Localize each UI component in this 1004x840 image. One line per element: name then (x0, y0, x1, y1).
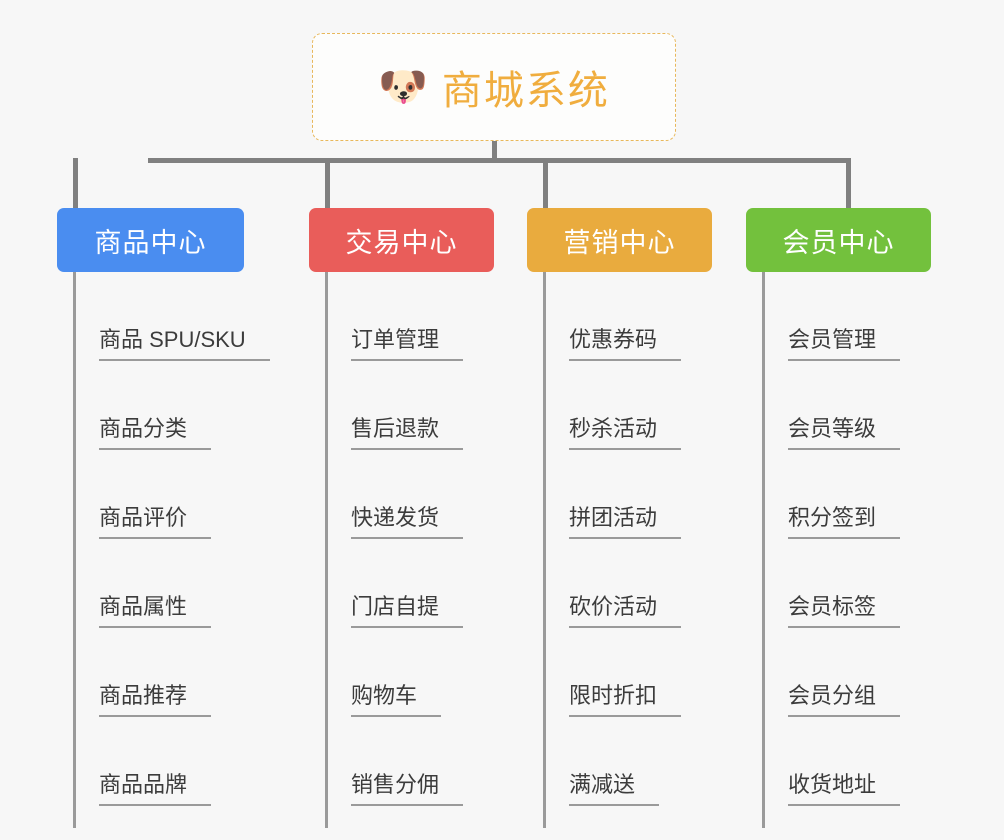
category-title: 交易中心 (345, 227, 458, 258)
branch-商品中心: 商品 SPU/SKU 商品分类 商品评价 商品属性 商品推荐 商品品牌 (73, 272, 270, 828)
sub-item[interactable]: 商品评价 (73, 450, 270, 539)
branch-spine (762, 272, 765, 828)
sub-item[interactable]: 门店自提 (325, 539, 464, 628)
sub-item[interactable]: 砍价活动 (543, 539, 682, 628)
connector-root-vertical (492, 141, 497, 163)
sub-item[interactable]: 商品 SPU/SKU (73, 272, 270, 361)
sub-item-label: 收货地址 (788, 767, 901, 806)
sub-item[interactable]: 商品品牌 (73, 717, 270, 806)
sub-item[interactable]: 商品推荐 (73, 628, 270, 717)
sub-item-label: 会员等级 (788, 411, 901, 450)
branch-spine (543, 272, 546, 828)
connector-drop-4 (846, 158, 851, 208)
sub-item[interactable]: 秒杀活动 (543, 361, 682, 450)
sub-item-label: 快递发货 (351, 500, 464, 539)
branch-营销中心: 优惠券码 秒杀活动 拼团活动 砍价活动 限时折扣 满减送 (543, 272, 682, 828)
sub-item[interactable]: 积分签到 (762, 450, 901, 539)
connector-drop-3 (543, 158, 548, 208)
category-card-会员中心[interactable]: 会员中心 (746, 208, 931, 272)
branch-spine (73, 272, 76, 828)
sub-item[interactable]: 商品分类 (73, 361, 270, 450)
sub-item-label: 订单管理 (351, 322, 464, 361)
category-title: 商品中心 (94, 227, 207, 258)
sub-item-label: 限时折扣 (569, 678, 682, 717)
sub-item-label: 商品评价 (99, 500, 212, 539)
category-card-营销中心[interactable]: 营销中心 (527, 208, 712, 272)
sub-item-label: 优惠券码 (569, 322, 682, 361)
sub-item-label: 会员管理 (788, 322, 901, 361)
branch-spine (325, 272, 328, 828)
sub-item[interactable]: 会员标签 (762, 539, 901, 628)
sub-item-label: 砍价活动 (569, 589, 682, 628)
category-title: 营销中心 (563, 227, 676, 258)
sub-item-label: 购物车 (351, 678, 442, 717)
sub-item-label: 满减送 (569, 767, 660, 806)
sub-item[interactable]: 商品属性 (73, 539, 270, 628)
dog-face-icon: 🐶 (378, 65, 428, 109)
sub-item[interactable]: 拼团活动 (543, 450, 682, 539)
sub-item-label: 销售分佣 (351, 767, 464, 806)
connector-drop-2 (325, 158, 330, 208)
branch-交易中心: 订单管理 售后退款 快递发货 门店自提 购物车 销售分佣 (325, 272, 464, 828)
sub-item-label: 秒杀活动 (569, 411, 682, 450)
sub-item[interactable]: 优惠券码 (543, 272, 682, 361)
root-title: 商城系统 (441, 69, 610, 113)
sub-item[interactable]: 快递发货 (325, 450, 464, 539)
sub-item[interactable]: 售后退款 (325, 361, 464, 450)
sub-item-label: 商品品牌 (99, 767, 212, 806)
sub-item-label: 会员标签 (788, 589, 901, 628)
sub-item[interactable]: 销售分佣 (325, 717, 464, 806)
connector-horizontal-bar (148, 158, 848, 163)
connector-drop-1 (73, 158, 78, 208)
sub-item-label: 门店自提 (351, 589, 464, 628)
sub-item-label: 商品分类 (99, 411, 212, 450)
root-node[interactable]: 🐶 商城系统 (312, 33, 676, 141)
sub-item[interactable]: 满减送 (543, 717, 681, 806)
category-card-交易中心[interactable]: 交易中心 (309, 208, 494, 272)
sub-item-label: 商品属性 (99, 589, 212, 628)
sub-item[interactable]: 购物车 (325, 628, 463, 717)
branch-会员中心: 会员管理 会员等级 积分签到 会员标签 会员分组 收货地址 (762, 272, 901, 828)
sub-item[interactable]: 订单管理 (325, 272, 464, 361)
sub-item-label: 售后退款 (351, 411, 464, 450)
category-card-商品中心[interactable]: 商品中心 (57, 208, 244, 272)
sub-item[interactable]: 会员等级 (762, 361, 901, 450)
sub-item-label: 会员分组 (788, 678, 901, 717)
sub-item[interactable]: 收货地址 (762, 717, 901, 806)
sub-item-label: 商品 SPU/SKU (99, 322, 270, 361)
sub-item-label: 商品推荐 (99, 678, 212, 717)
sub-item-label: 积分签到 (788, 500, 901, 539)
category-title: 会员中心 (782, 227, 895, 258)
sub-item[interactable]: 会员管理 (762, 272, 901, 361)
sub-item[interactable]: 会员分组 (762, 628, 901, 717)
sub-item-label: 拼团活动 (569, 500, 682, 539)
sub-item[interactable]: 限时折扣 (543, 628, 682, 717)
